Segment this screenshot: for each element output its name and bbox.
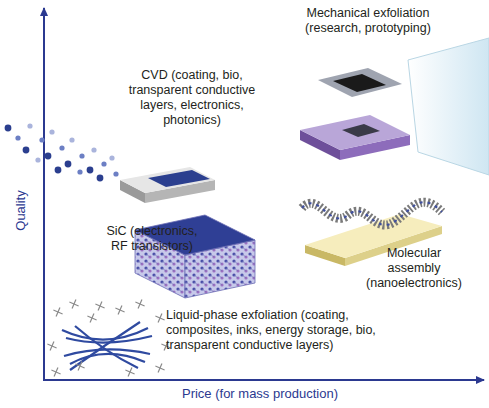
molecule-bond — [50, 346, 52, 351]
molecule-bond — [98, 306, 100, 311]
atom-sphere — [79, 153, 84, 158]
molecule-bond — [160, 318, 165, 320]
molecule-bond — [160, 368, 165, 370]
method-label: Molecular assembly (nanoelectronics) — [362, 246, 466, 291]
molecule-bond — [90, 318, 92, 323]
cvd-atoms — [5, 123, 119, 181]
molecule-bond — [155, 316, 160, 318]
molecule-bond — [47, 344, 52, 346]
molecule-bond — [95, 304, 100, 306]
atom-sphere — [39, 137, 44, 142]
atom-sphere — [101, 161, 106, 166]
atom-sphere — [97, 175, 104, 182]
molecule-bond — [140, 299, 142, 304]
molecule-bond — [92, 313, 94, 318]
method-label: CVD (coating, bio, transparent conductiv… — [114, 68, 270, 128]
molecule-bond — [78, 366, 80, 371]
axis-title: Quality — [13, 190, 28, 230]
molecule-bond — [135, 302, 140, 304]
molecule-bond — [115, 308, 120, 310]
molecule-bond — [158, 368, 160, 373]
molecule-bond — [160, 363, 162, 368]
molecule-bond — [54, 372, 56, 377]
molecule-bond — [87, 316, 92, 318]
molecule-bond — [56, 367, 58, 372]
molecule-bond — [56, 372, 61, 374]
molecule-bond — [155, 366, 160, 368]
atom-sphere — [23, 147, 30, 154]
molecule-bond — [53, 310, 58, 312]
atom-sphere — [5, 125, 12, 132]
solvent-molecules — [47, 299, 170, 376]
molecule-bond — [161, 344, 166, 346]
molecule-bond — [164, 346, 166, 351]
molecule-bond — [100, 301, 102, 306]
liquid-flakes — [62, 322, 152, 370]
method-label: Mechanical exfoliation (research, protot… — [305, 6, 431, 36]
atom-sphere — [55, 167, 62, 174]
molecule-bond — [120, 305, 122, 310]
molecule-bond — [74, 304, 79, 306]
molecule-bond — [80, 366, 85, 368]
atom-sphere — [65, 161, 72, 168]
molecule-bond — [80, 361, 82, 366]
atom-sphere — [69, 137, 74, 142]
molecule-bond — [51, 370, 56, 372]
molecule-bond — [130, 367, 132, 372]
molecule-bond — [58, 312, 63, 314]
molecule-bond — [138, 304, 140, 309]
molecule-bond — [52, 341, 54, 346]
atom-sphere — [49, 129, 54, 134]
atom-sphere — [45, 153, 52, 160]
molecule-bond — [52, 346, 57, 348]
atom-sphere — [27, 123, 32, 128]
molecule-bond — [128, 372, 130, 377]
molecule-bond — [125, 370, 130, 372]
atom-sphere — [35, 157, 40, 162]
tape-and-flake — [300, 38, 489, 175]
x-axis — [43, 379, 484, 381]
molecule-bond — [120, 310, 125, 312]
molecule-bond — [69, 302, 74, 304]
molecule-bond — [58, 307, 60, 312]
cvd-substrate — [120, 167, 215, 203]
method-label: SiC (electronics, RF transistors) — [104, 224, 200, 254]
atom-sphere — [109, 155, 114, 160]
atom-sphere — [77, 169, 82, 174]
atom-sphere — [113, 171, 118, 176]
molecule-bond — [56, 312, 58, 317]
molecule-bond — [100, 306, 105, 308]
y-axis — [43, 8, 45, 380]
method-label: Liquid-phase exfoliation (coating, compo… — [166, 308, 398, 353]
atom-sphere — [91, 147, 96, 152]
molecule-bond — [72, 304, 74, 309]
atom-sphere — [15, 135, 20, 140]
molecule-bond — [140, 304, 145, 306]
molecule-bond — [74, 299, 76, 304]
molecule-bond — [92, 318, 97, 320]
molecule-bond — [160, 313, 162, 318]
molecule-bond — [158, 318, 160, 323]
molecule-bond — [130, 372, 135, 374]
molecule-bond — [75, 364, 80, 366]
molecule-bond — [118, 310, 120, 315]
atom-sphere — [87, 167, 94, 174]
axis-title: Price (for mass production) — [130, 386, 390, 401]
atom-sphere — [59, 145, 64, 150]
